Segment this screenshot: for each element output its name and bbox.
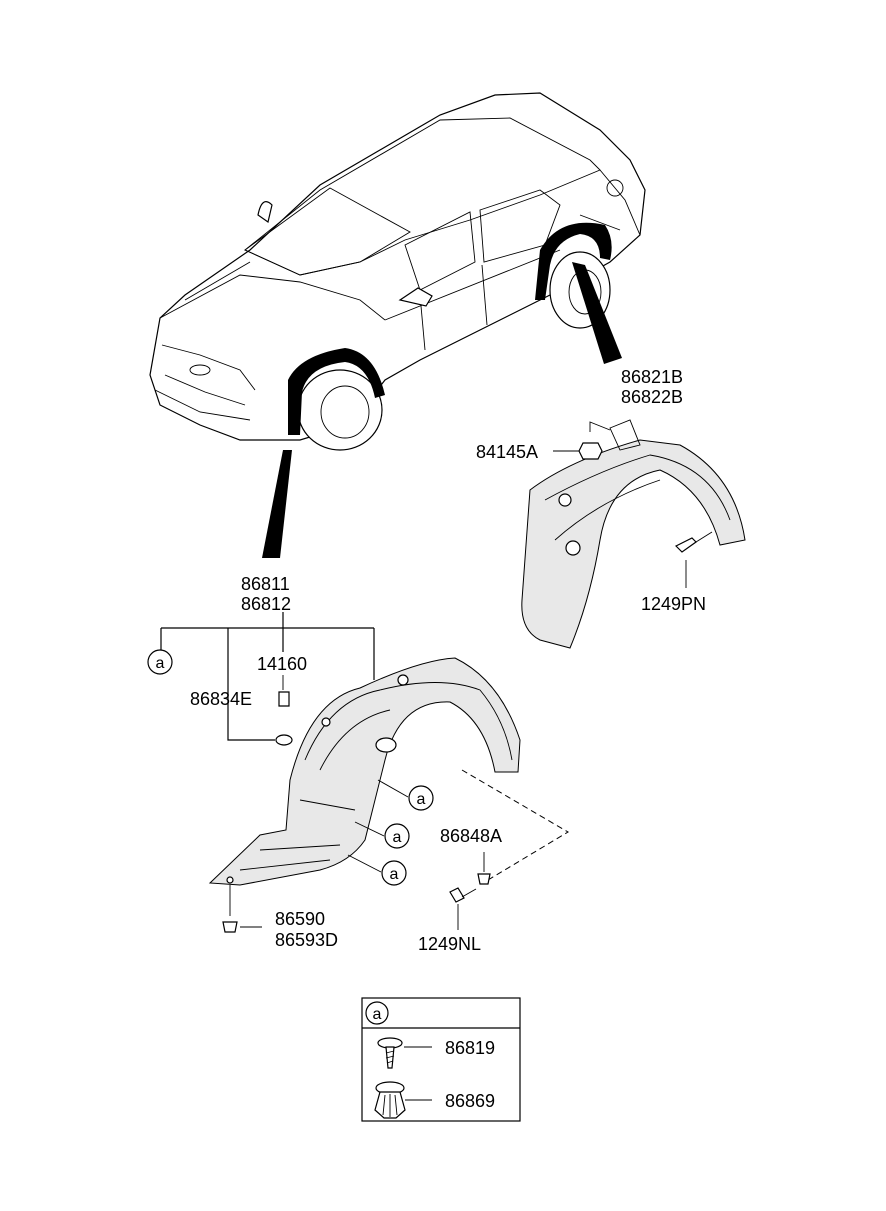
bolt-86848A xyxy=(477,873,491,885)
label-86590: 86590 xyxy=(275,909,325,929)
label-86848A: 86848A xyxy=(440,826,502,846)
label-86821B: 86821B xyxy=(621,367,683,387)
label-1249PN: 1249PN xyxy=(641,594,706,614)
screw-1249PN xyxy=(674,531,713,588)
screw-icon xyxy=(377,1037,403,1069)
legend-item-86869: 86869 xyxy=(445,1091,495,1111)
push-clip-icon xyxy=(374,1081,406,1119)
label-1249NL: 1249NL xyxy=(418,934,481,954)
legend-marker-a: a xyxy=(365,1001,389,1025)
rear-wheel-guard xyxy=(521,419,746,649)
legend-box: a 86819 86869 xyxy=(361,997,521,1122)
fastener-86590 xyxy=(222,921,238,933)
front-wheel-guard xyxy=(208,657,521,886)
label-14160: 14160 xyxy=(257,654,307,674)
label-86812: 86812 xyxy=(241,594,291,614)
label-84145A: 84145A xyxy=(476,442,538,462)
svg-text:a: a xyxy=(390,866,399,883)
marker-a-2: a xyxy=(384,823,410,849)
label-86834E: 86834E xyxy=(190,689,252,709)
grommet-86834E xyxy=(275,734,293,746)
svg-text:a: a xyxy=(156,655,165,672)
front-guard-bracket xyxy=(160,612,375,741)
label-86593D: 86593D xyxy=(275,930,338,950)
marker-a-1: a xyxy=(408,785,434,811)
car-illustration xyxy=(149,92,646,451)
label-86822B: 86822B xyxy=(621,387,683,407)
rear-leader-arrow xyxy=(572,262,622,364)
marker-a-top: a xyxy=(147,649,173,675)
legend-item-86819: 86819 xyxy=(445,1038,495,1058)
clip-14160 xyxy=(278,691,290,707)
marker-a-3: a xyxy=(381,860,407,886)
label-86811: 86811 xyxy=(241,574,290,594)
screw-1249NL xyxy=(449,887,477,930)
reference-dashed-line xyxy=(461,769,569,881)
svg-text:a: a xyxy=(373,1006,382,1023)
svg-text:a: a xyxy=(417,791,426,808)
nut-84145A xyxy=(553,421,611,460)
svg-text:a: a xyxy=(393,829,402,846)
front-leader-arrow xyxy=(262,450,292,558)
